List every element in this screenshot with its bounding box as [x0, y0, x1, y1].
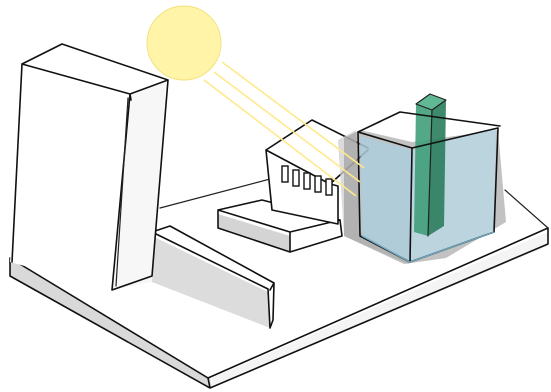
- sun-icon: [147, 6, 221, 80]
- house-window: [315, 176, 321, 192]
- tall-tower-front: [10, 64, 130, 290]
- house-window: [326, 179, 332, 195]
- house-window: [293, 170, 299, 186]
- tall-tower: [10, 44, 168, 290]
- house-window: [304, 173, 310, 189]
- house-window: [282, 166, 288, 182]
